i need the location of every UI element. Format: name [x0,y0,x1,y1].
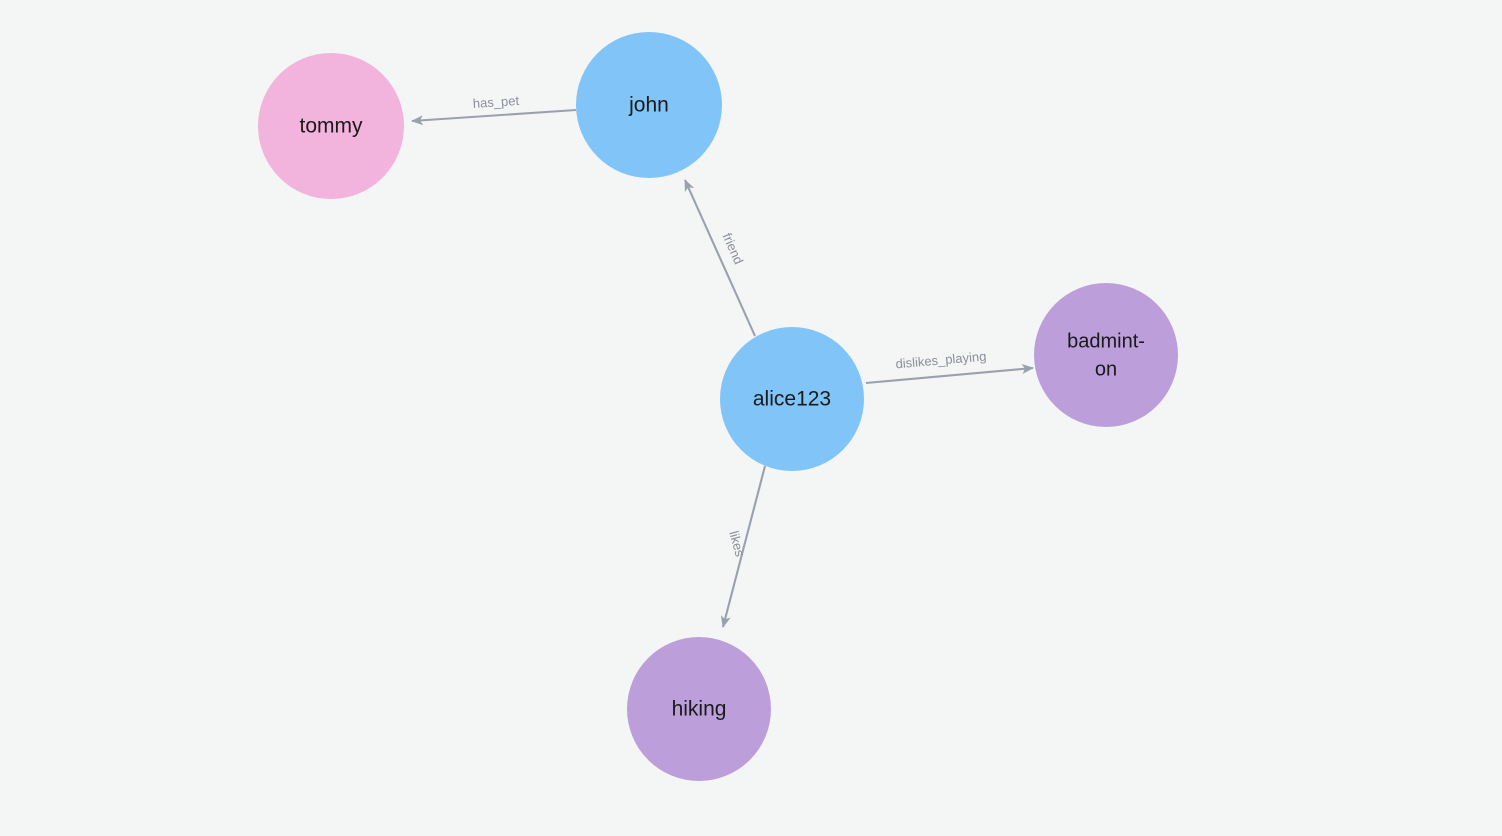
node-circle[interactable] [258,53,404,199]
edge-label: friend [720,231,747,267]
graph-node-hiking[interactable]: hiking [627,637,771,781]
edge-line [684,179,756,337]
edge-label: has_pet [472,93,520,111]
graph-node-alice123[interactable]: alice123 [720,327,864,471]
graph-node-badminton[interactable]: badmint-on [1034,283,1178,427]
edge-line [411,108,577,126]
edge-line [865,364,1034,385]
graph-edge[interactable]: likes [720,465,767,628]
node-circle[interactable] [627,637,771,781]
edge-label: dislikes_playing [895,349,987,372]
graph-edge[interactable]: has_pet [411,93,577,126]
graph-edge[interactable]: dislikes_playing [865,349,1034,385]
node-circle[interactable] [1034,283,1178,427]
node-circle[interactable] [576,32,722,178]
graph-node-john[interactable]: john [576,32,722,178]
edge-line [720,465,767,628]
nodes-layer: tommy john alice123 badmint-on hiking [258,32,1178,781]
graph-node-tommy[interactable]: tommy [258,53,404,199]
graph-edge[interactable]: friend [684,179,756,337]
edge-label: likes [726,529,747,558]
node-circle[interactable] [720,327,864,471]
